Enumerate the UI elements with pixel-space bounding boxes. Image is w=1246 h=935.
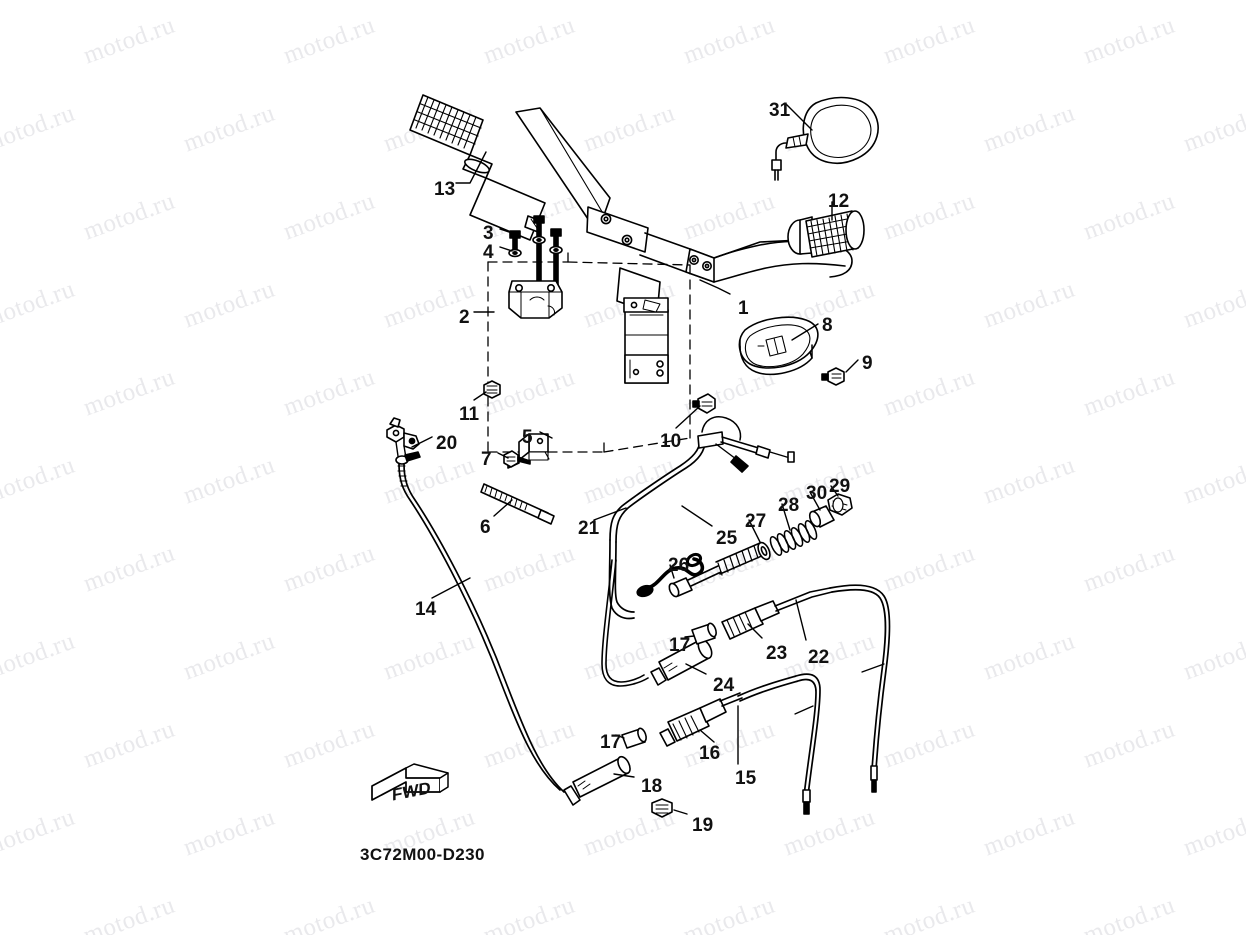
part-17-cap-lower — [621, 727, 647, 749]
callout-grip-left[interactable]: 13 — [434, 179, 456, 200]
callout-clutch-cable[interactable]: 14 — [415, 599, 437, 620]
steering-head-assembly — [623, 297, 669, 384]
part-3-4-bolts-washers — [508, 215, 563, 289]
callout-spring[interactable]: 28 — [778, 495, 800, 516]
callout-cable-adjuster-upper[interactable]: 23 — [766, 643, 788, 664]
callout-bolt[interactable]: 3 — [483, 223, 494, 244]
callout-cable-adjuster[interactable]: 16 — [699, 743, 721, 764]
callout-cable-housing-upper[interactable]: 24 — [713, 675, 735, 696]
part-24-cable-housing — [601, 559, 713, 687]
callout-cable-housing-end[interactable]: 18 — [641, 776, 663, 797]
leader-lines — [411, 103, 859, 815]
callout-throttle-cable[interactable]: 25 — [716, 528, 738, 549]
callout-grip-throttle[interactable]: 12 — [828, 191, 850, 212]
callout-throttle-cable-outer[interactable]: 21 — [578, 518, 600, 539]
part-31-mirror — [771, 96, 879, 181]
part-15-brake-cable — [737, 673, 821, 815]
callout-nut-adjuster[interactable]: 19 — [692, 815, 714, 836]
callout-handlebar[interactable]: 1 — [738, 298, 749, 319]
callout-cap-cover[interactable]: 17 — [669, 635, 691, 656]
callout-cable-clip[interactable]: 26 — [668, 555, 690, 576]
part-22-speedo-cable — [774, 584, 891, 793]
part-18-cable-end — [563, 755, 631, 806]
part-23-adjuster — [721, 600, 780, 640]
part-20-cable-holder — [386, 417, 421, 465]
part-6-band-tie — [480, 483, 555, 525]
callout-rear-view-mirror[interactable]: 31 — [769, 100, 791, 121]
callout-brake-cable-rear[interactable]: 15 — [735, 768, 757, 789]
callout-meter-cover[interactable]: 8 — [822, 315, 833, 336]
part-17-cap-upper — [691, 622, 717, 645]
callout-nut[interactable]: 11 — [459, 404, 480, 425]
callout-cap-cover[interactable]: 17 — [600, 732, 622, 753]
part-9-screw — [821, 367, 845, 386]
callout-bolt-flange[interactable]: 10 — [660, 431, 682, 452]
callout-washer[interactable]: 4 — [483, 242, 494, 263]
part-2-handlebar-holder — [487, 247, 691, 453]
callout-adjuster-barrel[interactable]: 30 — [806, 483, 828, 504]
throttle-inner-wire-assembly — [668, 493, 853, 598]
callout-handlebar-holder-assembly[interactable]: 2 — [459, 307, 470, 328]
part-21-25-throttle-cable — [608, 416, 795, 620]
callout-screw-cover[interactable]: 9 — [862, 353, 873, 374]
part-12-throttle-grip — [787, 210, 865, 258]
part-16-cable-adjuster — [659, 692, 743, 747]
part-19-nut — [651, 798, 673, 818]
callout-nut-lock[interactable]: 29 — [829, 476, 851, 497]
callout-cable-holder[interactable]: 20 — [436, 433, 458, 454]
forward-direction-arrow — [371, 763, 449, 801]
part-26-cable-clip — [636, 552, 705, 598]
part-8-meter-cover — [738, 316, 819, 376]
callout-band-tie[interactable]: 6 — [480, 517, 491, 538]
diagram-part-number: 3C72M00-D230 — [360, 845, 485, 864]
callout-cable-guide-bracket[interactable]: 5 — [522, 427, 533, 448]
callout-washer-seal[interactable]: 27 — [745, 511, 767, 532]
callout-speedometer-cable[interactable]: 22 — [808, 647, 830, 668]
part-11-nut — [483, 380, 501, 399]
part-7-screw — [503, 450, 531, 468]
callout-screw[interactable]: 7 — [481, 449, 492, 470]
part-14-clutch-cable — [397, 463, 565, 793]
